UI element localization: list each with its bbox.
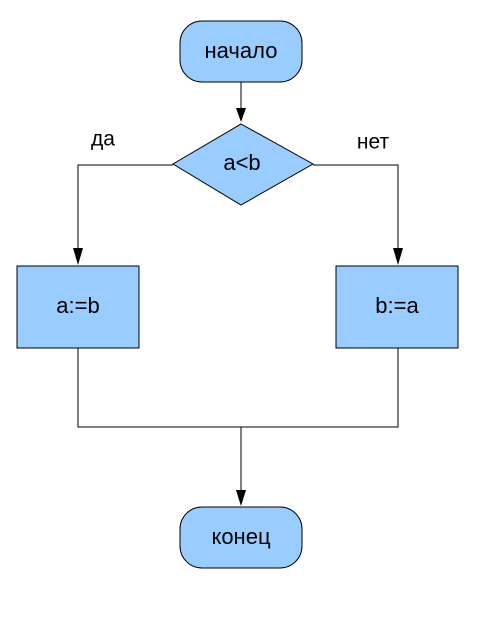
process-box-left xyxy=(16,265,140,349)
connector-yes-branch xyxy=(77,164,173,252)
end-label: конец xyxy=(211,524,270,549)
connector-merge xyxy=(77,348,399,428)
start-label: начало xyxy=(205,38,278,63)
branch-label-yes: да xyxy=(91,128,115,151)
process-left-label: a:=b xyxy=(56,293,99,318)
connector-no-branch xyxy=(313,164,399,252)
process-right-label: b:=a xyxy=(375,293,419,318)
condition-diamond xyxy=(172,123,315,206)
arrowhead-start-to-condition xyxy=(236,108,246,122)
arrowhead-yes-branch xyxy=(73,248,83,265)
arrowhead-merge-to-end xyxy=(236,490,246,506)
branch-label-no: нет xyxy=(357,131,390,154)
process-box-right xyxy=(335,265,459,349)
condition-label: a<b xyxy=(223,150,260,175)
start-terminator xyxy=(179,20,303,83)
end-terminator xyxy=(179,506,303,569)
arrowhead-no-branch xyxy=(393,248,403,265)
